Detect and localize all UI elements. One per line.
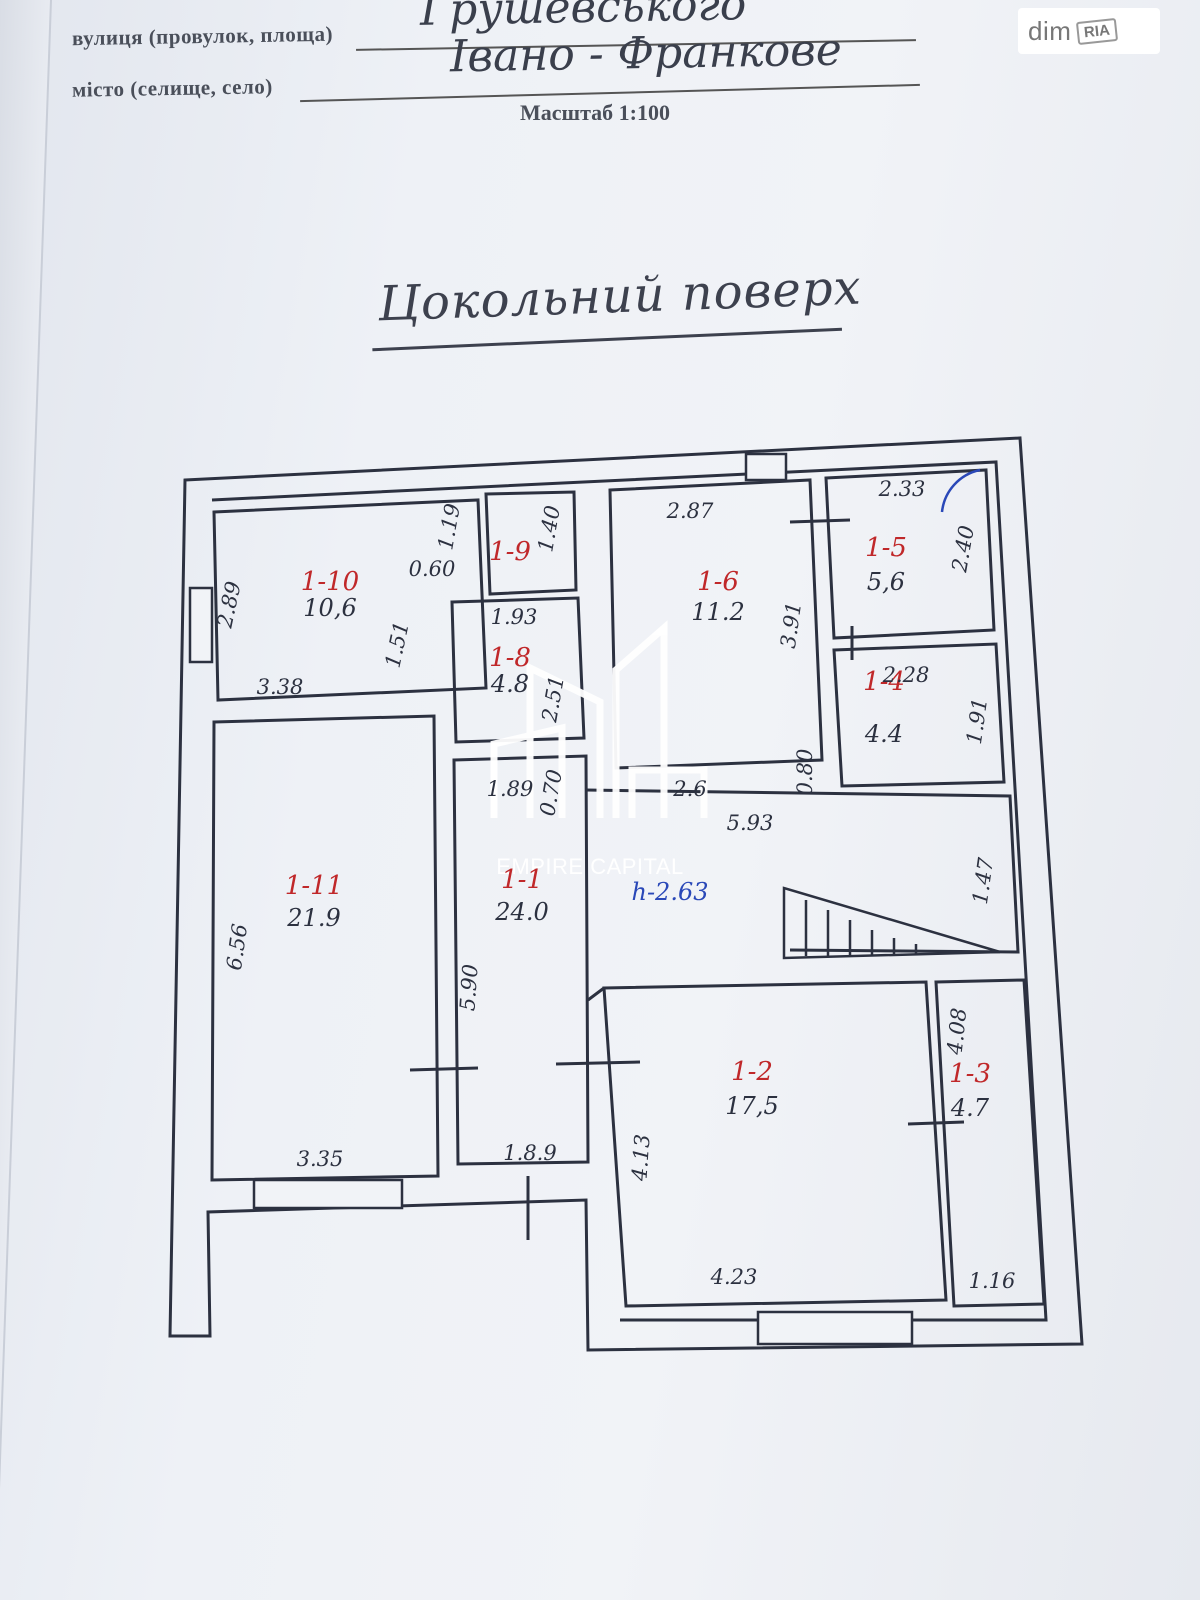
dimension-label: 6.56 [222, 922, 252, 972]
watermark-bar [612, 620, 668, 818]
dimension-label: 1.93 [491, 605, 538, 629]
room-1-8-wall [450, 596, 586, 744]
dimension-label: 3.91 [776, 600, 806, 650]
room-id-label: 1-1 [501, 865, 543, 895]
room-area-label: 24.0 [494, 898, 548, 926]
corner-wall [587, 986, 605, 1002]
dimension-label: 3.38 [257, 675, 304, 699]
window-left [188, 586, 214, 664]
watermark-logo-icon [490, 620, 708, 818]
watermark-text: EMPIRE CAPITAL [496, 854, 684, 879]
window-bottom-left [252, 1178, 404, 1210]
room-1-11-wall [210, 714, 440, 1182]
window-top [744, 452, 788, 482]
room-area-label: 11.2 [691, 598, 744, 626]
dimension-label: 1.89 [487, 777, 534, 801]
room-area-label: 4.4 [864, 720, 903, 748]
stair-steps [804, 900, 918, 956]
dimension-label: 2.51 [537, 674, 569, 725]
dimension-label: 1.19 [433, 502, 465, 552]
dimension-label: 1.16 [969, 1269, 1016, 1293]
dimension-label: 1.8.9 [503, 1141, 556, 1165]
room-id-label: 1-2 [731, 1057, 773, 1087]
window-bottom-right [756, 1310, 914, 1346]
hall-wall [585, 788, 1020, 954]
stair-outline [782, 886, 1001, 960]
dimension-label: 1.91 [962, 696, 992, 746]
watermark-bar [526, 662, 604, 818]
dimension-label: 2.87 [666, 499, 714, 523]
room-area-label: 17,5 [725, 1092, 778, 1120]
door-mark [409, 1066, 479, 1072]
door-mark [789, 518, 851, 524]
door-mark [907, 1120, 965, 1126]
dimension-label: 5.93 [727, 811, 774, 835]
dimension-label: 2.89 [212, 579, 245, 631]
room-1-4-wall [832, 642, 1006, 788]
room-id-label: 1-4 [863, 667, 905, 697]
dimension-label: 1.47 [968, 856, 998, 906]
dimension-label: 2.28 [882, 663, 930, 687]
room-area-label: 4.8 [490, 670, 529, 698]
scale-label: Масштаб 1:100 [520, 100, 671, 125]
dim-ria-logo[interactable]: dim RIA [1018, 8, 1160, 54]
room-id-label: 1-11 [285, 871, 343, 901]
room-id-label: 1-10 [301, 567, 359, 597]
room-id-label: 1-9 [489, 537, 531, 567]
door-marks [409, 518, 965, 1240]
room-area-label: 4.7 [950, 1094, 990, 1122]
dimension-label: 4.13 [627, 1133, 654, 1182]
room-area-label: 5,6 [867, 568, 905, 596]
room-area-label: 21.9 [286, 904, 340, 932]
dimension-label: 2.40 [947, 524, 979, 575]
outer-wall [168, 436, 1084, 1352]
door-mark [555, 1060, 641, 1066]
dimension-label: 5.90 [455, 963, 482, 1011]
room-area-label: 10,6 [303, 594, 356, 622]
room-1-2-wall [602, 980, 948, 1308]
watermark-bar [628, 766, 708, 818]
dimension-label: 0.80 [793, 749, 817, 796]
dimension-label: 2.6 [672, 777, 706, 801]
room-id-label: 1-6 [697, 567, 739, 597]
dimension-label: 3.35 [297, 1147, 344, 1171]
room-id-label: 1-5 [865, 533, 907, 563]
dimension-label: 4.08 [943, 1007, 972, 1057]
room-1-1-wall [452, 754, 590, 1166]
staircase [782, 886, 1001, 960]
dimension-label: 0.60 [409, 557, 456, 581]
dimension-label: 2.33 [878, 477, 926, 501]
room-id-label: 1-8 [489, 643, 531, 673]
room-1-10-wall [212, 498, 488, 702]
room-1-9-wall [484, 490, 578, 596]
dim-logo-text: dim [1028, 15, 1072, 46]
room-1-3-wall [934, 978, 1046, 1308]
room-id-label: 1-3 [949, 1059, 991, 1089]
dimension-label: 1.40 [533, 504, 565, 554]
height-note: h-2.63 [631, 878, 708, 906]
windows [188, 452, 914, 1346]
dimension-label: 1.51 [381, 619, 414, 670]
door-arc-icon [940, 468, 981, 513]
dimension-label: 4.23 [710, 1265, 758, 1289]
room-1-5-wall [824, 468, 996, 640]
